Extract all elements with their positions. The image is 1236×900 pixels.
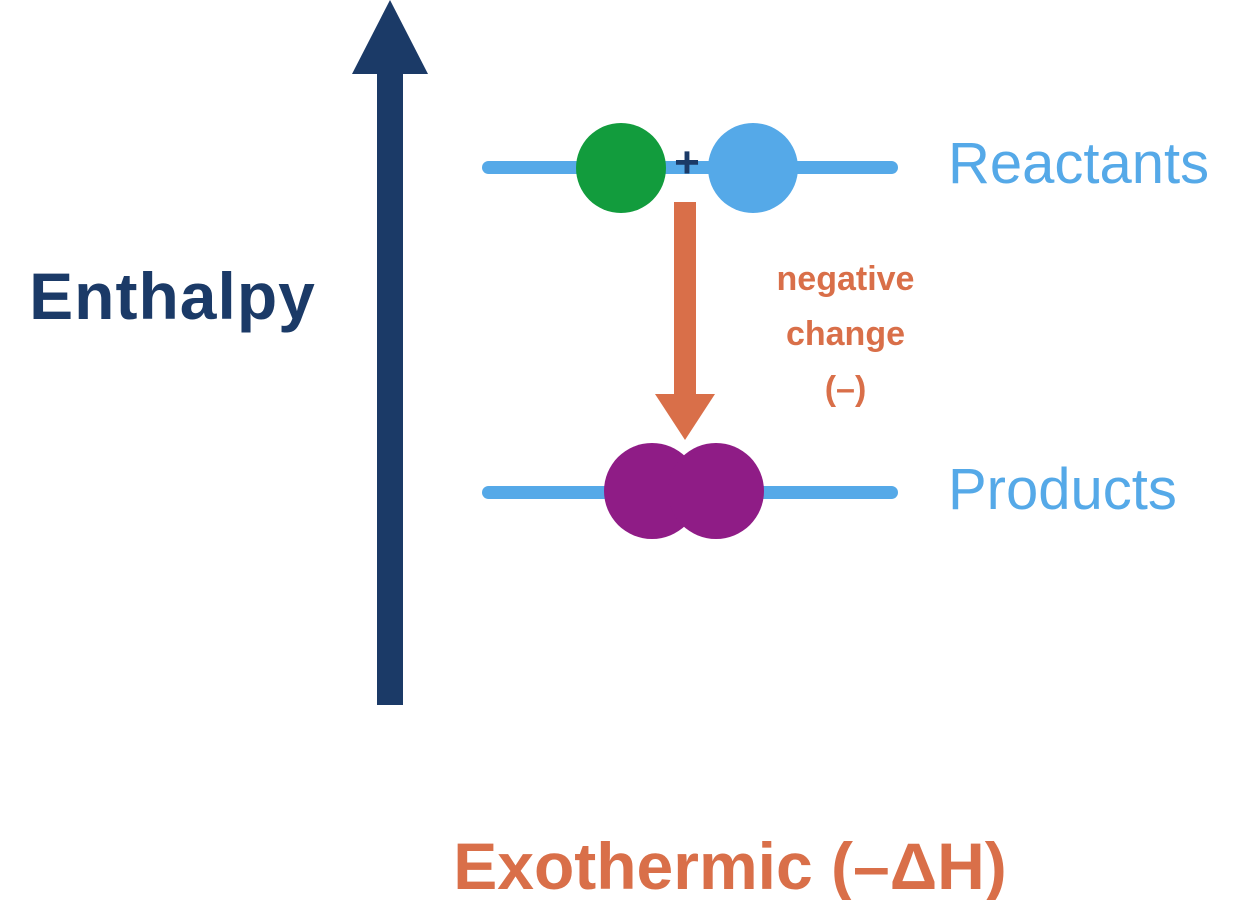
- reactant-b-blue-circle-icon: [708, 123, 798, 213]
- annotation-line-2: change: [785, 315, 906, 353]
- products-label: Products: [948, 457, 1177, 522]
- plus-sign: +: [674, 138, 700, 187]
- reactant-a-green-circle-icon: [576, 123, 666, 213]
- annotation-line-3: (–): [824, 370, 867, 408]
- enthalpy-axis-up-arrow-icon: [352, 0, 428, 705]
- energy-change-down-arrow-icon: [655, 202, 715, 440]
- exothermic-title: Exothermic (–ΔH): [453, 829, 1007, 900]
- enthalpy-axis-label: Enthalpy: [29, 259, 316, 333]
- energy-change-annotation: negative change (–): [758, 252, 933, 417]
- product-molecule-right-lobe-icon: [668, 443, 764, 539]
- annotation-line-1: negative: [776, 260, 915, 298]
- reactants-label: Reactants: [948, 131, 1210, 196]
